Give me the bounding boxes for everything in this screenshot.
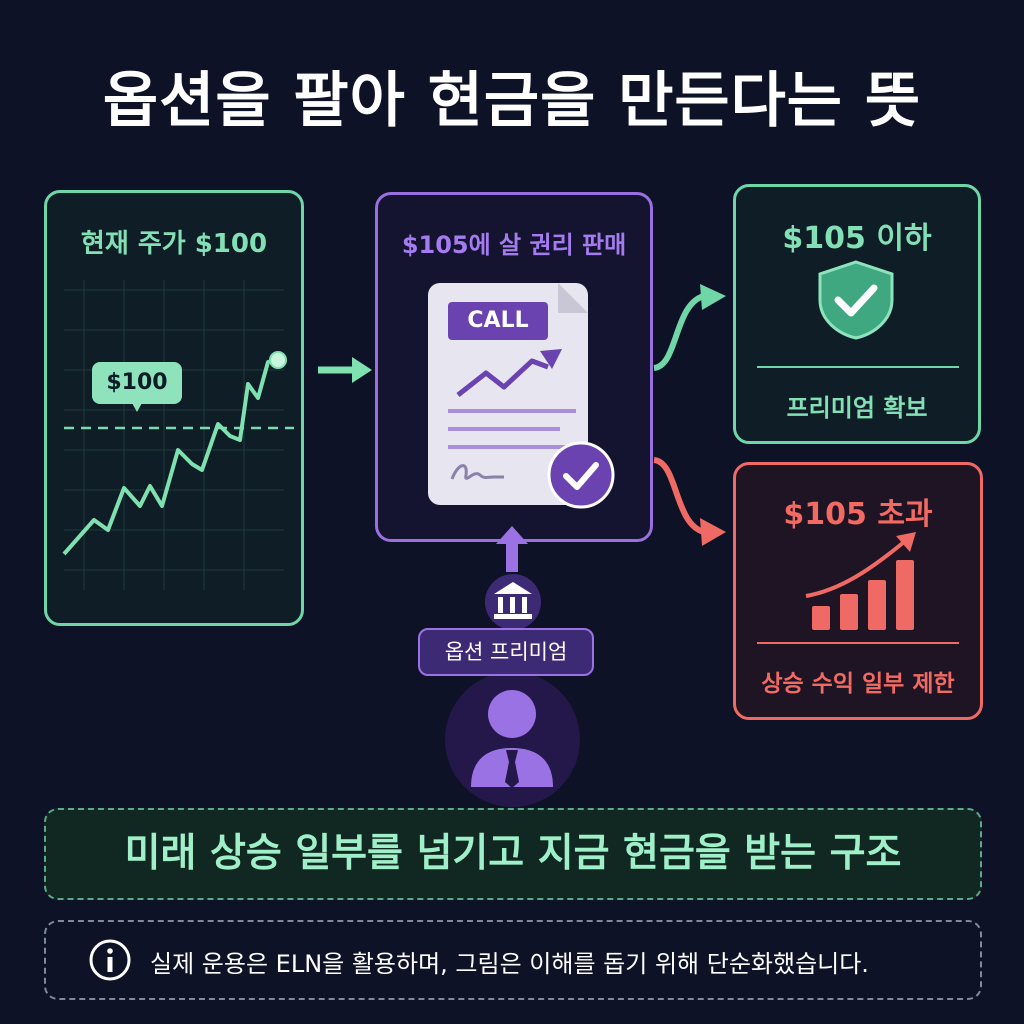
bar-chart-icon [805,532,916,630]
arrow-down-branch-icon [653,457,726,546]
summary-box: 미래 상승 일부를 넘기고 지금 현금을 받는 구조 [44,808,982,900]
arrow-up-icon [496,526,528,572]
note-box [44,920,982,1000]
price-tag: $100 [92,362,182,404]
current-price-panel: 현재 주가 $100 [44,190,304,626]
info-icon [89,939,131,981]
above-strike-panel: $105 초과 [733,462,983,720]
price-chart-icon [62,280,294,590]
document-details-icon [448,283,588,480]
bank-icon [485,574,541,630]
arrow-right-icon [318,357,372,383]
shield-check-icon [818,260,894,340]
below-strike-caption: 프리미엄 확보 [786,394,928,422]
above-strike-title: $105 초과 [783,497,933,532]
above-strike-caption: 상승 수익 일부 제한 [761,671,955,697]
divider [757,366,959,368]
below-strike-title: $105 이하 [782,221,932,256]
arrow-up-branch-icon [653,284,726,371]
call-sale-title: $105에 살 권리 판매 [401,231,627,259]
note-text: 실제 운용은 ELN을 활용하며, 그림은 이해를 돕기 위해 단순화했습니다. [150,950,869,978]
divider [757,642,959,644]
check-icon [547,441,615,509]
person-icon [471,690,553,788]
current-price-title: 현재 주가 $100 [80,229,268,259]
call-badge: CALL [448,302,548,340]
page-title: 옵션을 팔아 현금을 만든다는 뜻 [102,66,922,136]
option-premium-label: 옵션 프리미엄 [418,628,594,676]
